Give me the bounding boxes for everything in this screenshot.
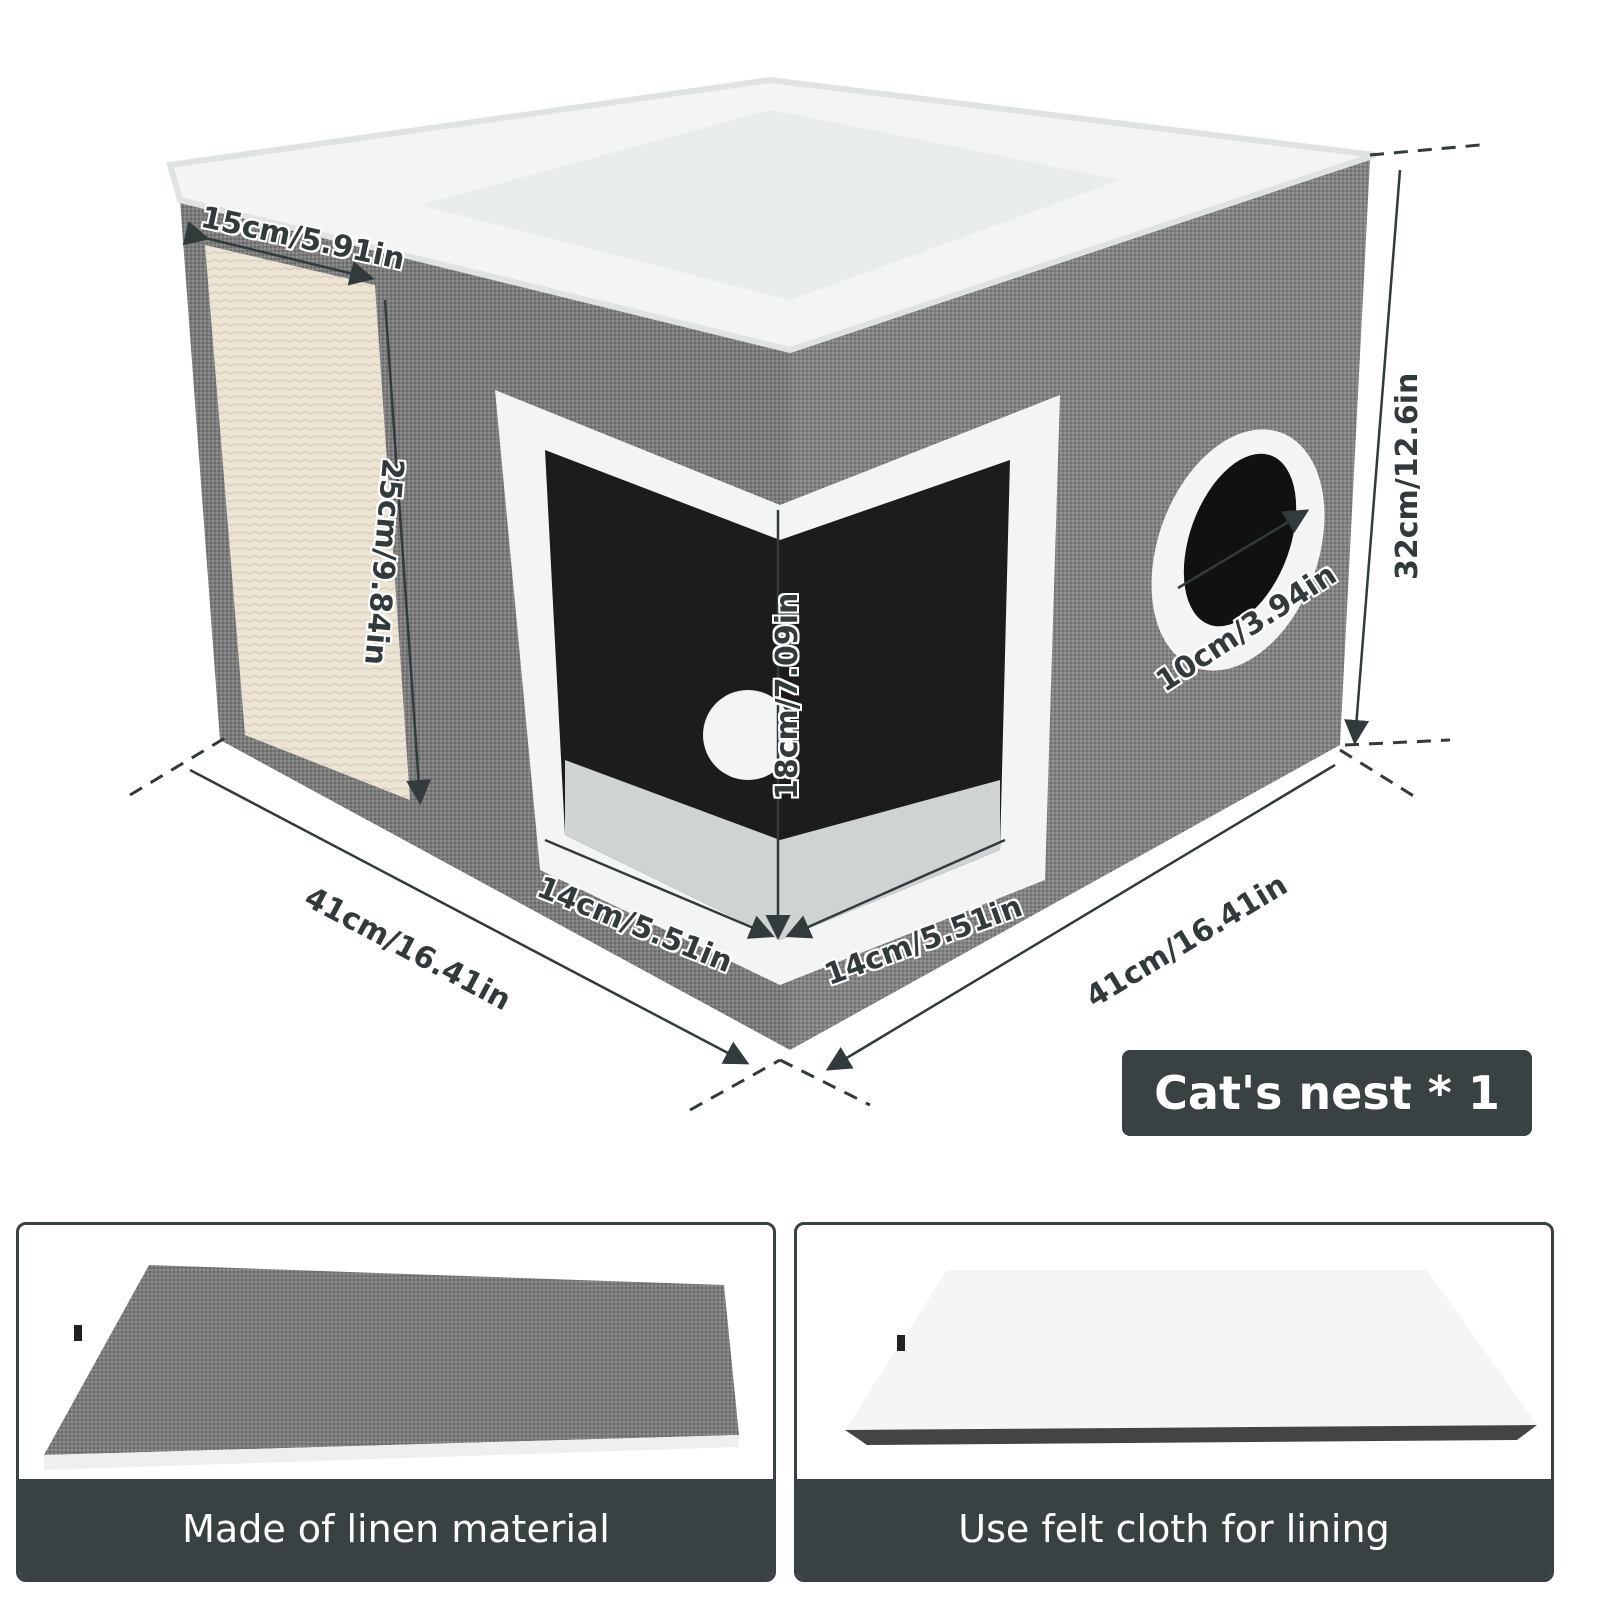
panel-linen-caption: Made of linen material [19, 1479, 773, 1579]
panel-linen: Made of linen material [16, 1222, 776, 1582]
round-hole [1183, 453, 1297, 627]
pom-pom [703, 690, 793, 780]
felt-mat-image [845, 1270, 1537, 1445]
panel-felt: Use felt cloth for lining [794, 1222, 1554, 1582]
product-quantity-badge: Cat's nest * 1 [1122, 1050, 1532, 1136]
linen-mat-image [44, 1265, 739, 1470]
cat-nest-illustration [129, 76, 1481, 1112]
top-cushion [420, 110, 1120, 300]
scratch-pad [205, 245, 410, 800]
dim-total-height: 32cm/12.6in [1390, 372, 1425, 580]
dim-opening-height: 18cm/7.09in [770, 592, 805, 800]
panel-felt-caption: Use felt cloth for lining [797, 1479, 1551, 1579]
